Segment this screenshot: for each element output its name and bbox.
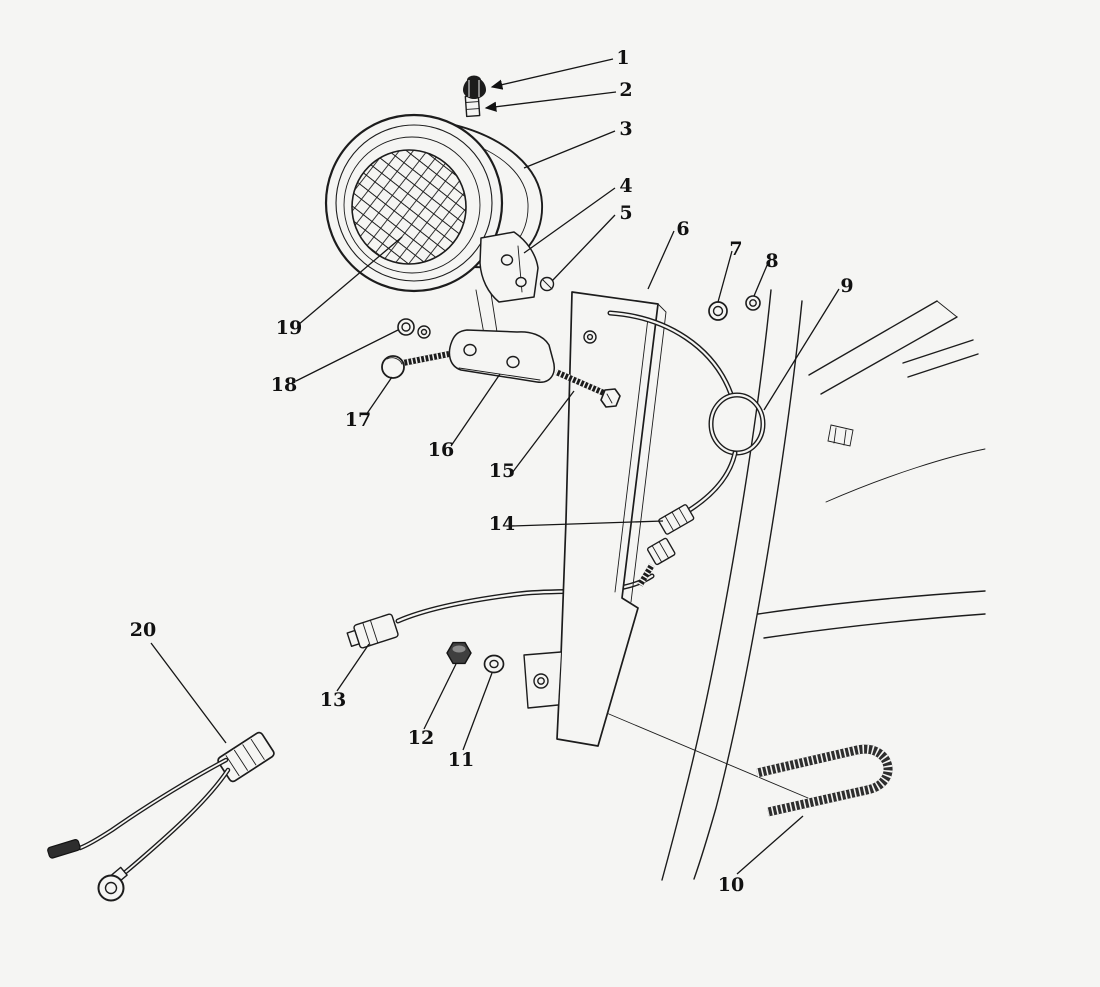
cable-assembly xyxy=(607,310,766,587)
bottom-washer xyxy=(483,654,505,674)
callout-label-3: 3 xyxy=(619,118,632,140)
connector-plug xyxy=(346,613,399,649)
callout-label-15: 15 xyxy=(489,460,515,482)
callout-label-16: 16 xyxy=(428,439,454,461)
wiring-harness xyxy=(47,731,275,902)
callout-label-6: 6 xyxy=(676,218,689,240)
leader-lines xyxy=(150,58,840,875)
callout-label-17: 17 xyxy=(345,409,371,431)
adjustment-knob xyxy=(463,75,486,118)
leader-line-19 xyxy=(297,236,403,326)
harness-connector-block xyxy=(217,731,275,783)
leader-line-5 xyxy=(551,214,616,282)
leader-line-10 xyxy=(736,815,804,875)
leader-line-2 xyxy=(484,91,617,112)
hex-bolt xyxy=(554,369,621,408)
callout-label-8: 8 xyxy=(765,250,778,272)
callout-label-4: 4 xyxy=(619,175,632,197)
locknut-washer-pair xyxy=(397,318,431,339)
callout-label-14: 14 xyxy=(489,513,515,535)
leader-line-6 xyxy=(647,230,675,290)
leader-line-8 xyxy=(753,262,769,297)
leader-line-3 xyxy=(523,130,616,169)
leader-line-12 xyxy=(423,663,457,730)
callout-label-18: 18 xyxy=(271,374,297,396)
pivot-screw xyxy=(539,276,555,292)
vehicle-body-outline xyxy=(661,289,986,881)
callout-label-10: 10 xyxy=(718,874,744,896)
callout-label-12: 12 xyxy=(408,727,434,749)
pin-terminal xyxy=(47,839,81,859)
clamp-block xyxy=(448,329,555,383)
carriage-bolt xyxy=(381,351,450,379)
callout-label-13: 13 xyxy=(320,689,346,711)
mounting-bracket-plate xyxy=(523,291,667,747)
headlight-lens xyxy=(351,149,467,265)
callout-label-11: 11 xyxy=(448,749,474,771)
inline-connector-upper xyxy=(658,504,695,535)
leader-line-9 xyxy=(763,288,840,411)
inline-connector-lower xyxy=(647,537,676,566)
callout-label-1: 1 xyxy=(616,47,629,69)
callout-label-5: 5 xyxy=(619,202,632,224)
bottom-nut xyxy=(446,641,472,665)
leader-line-16 xyxy=(450,373,501,447)
leader-line-13 xyxy=(336,643,370,692)
callout-label-20: 20 xyxy=(130,619,156,641)
leader-line-20 xyxy=(150,642,227,744)
leader-line-1 xyxy=(490,58,614,90)
ring-terminal xyxy=(97,874,125,902)
callout-label-7: 7 xyxy=(729,238,742,260)
flat-washer xyxy=(745,295,761,311)
leader-line-11 xyxy=(462,672,493,751)
leader-line-18 xyxy=(295,329,399,382)
hood-latch-detail xyxy=(827,424,854,447)
headlight xyxy=(324,113,543,335)
callout-label-9: 9 xyxy=(840,275,853,297)
leader-line-15 xyxy=(511,390,575,474)
callout-label-2: 2 xyxy=(619,79,632,101)
leader-line-17 xyxy=(365,376,393,416)
leader-line-7 xyxy=(717,250,733,303)
leader-line-4 xyxy=(523,187,616,254)
u-bolt xyxy=(755,744,893,817)
hex-nut xyxy=(708,301,728,321)
callout-labels: 1 2 3 4 5 6 7 8 9 10 11 12 13 14 15 16 1… xyxy=(130,47,854,896)
pivot-bracket xyxy=(479,231,539,303)
leader-line-14 xyxy=(511,520,664,527)
callout-label-19: 19 xyxy=(276,317,302,339)
